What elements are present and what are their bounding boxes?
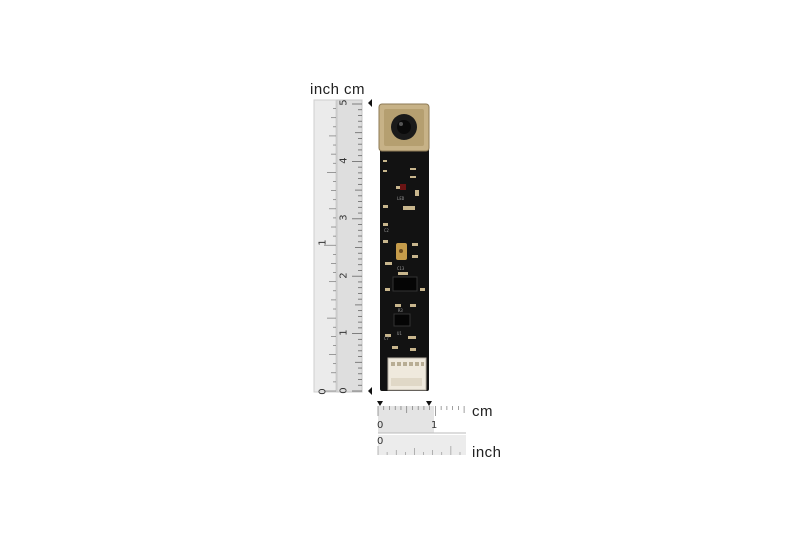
- svg-text:C7: C7: [384, 336, 389, 341]
- h-cm-label: cm: [472, 403, 493, 420]
- chip-u1: [392, 276, 418, 292]
- cm-num-2: 2: [338, 272, 350, 279]
- v-cm-label: cm: [344, 81, 365, 98]
- cm-ruler-h-tail: [434, 406, 466, 433]
- right-marker-icon: [426, 401, 432, 406]
- inch-num-0: 0: [317, 388, 329, 395]
- inch-ruler-ticks: [324, 108, 336, 392]
- h-cm-num-1: 1: [431, 420, 438, 431]
- left-marker-icon: [377, 401, 383, 406]
- v-inch-label: inch: [310, 81, 340, 98]
- cm-num-5: 5: [338, 99, 350, 106]
- svg-text:U1: U1: [397, 331, 402, 336]
- svg-text:C13: C13: [397, 266, 405, 271]
- svg-text:R3: R3: [398, 308, 403, 313]
- inch-ruler-strip: [313, 99, 337, 393]
- cm-num-1: 1: [338, 329, 350, 336]
- h-inch-ticks: [377, 446, 461, 455]
- cm-ruler-strip: [336, 99, 363, 393]
- h-cm-num-0: 0: [377, 420, 384, 431]
- chip-u2: [393, 313, 411, 327]
- h-cm-ticks: [377, 406, 465, 416]
- cm-num-3: 3: [338, 214, 350, 221]
- h-inch-label: inch: [472, 444, 502, 461]
- top-marker-icon: [368, 99, 372, 107]
- pcb-board: [380, 148, 429, 391]
- svg-text:LED: LED: [397, 196, 405, 201]
- cm-ruler-ticks: [352, 103, 362, 392]
- inch-num-1: 1: [317, 239, 329, 246]
- cm-num-4: 4: [338, 157, 350, 164]
- cm-num-0: 0: [338, 387, 350, 394]
- bottom-marker-icon: [368, 387, 372, 395]
- cm-ruler-h: [378, 406, 434, 433]
- svg-text:C2: C2: [384, 228, 389, 233]
- inch-ruler-h: [378, 435, 466, 455]
- h-inch-num-0: 0: [377, 436, 384, 447]
